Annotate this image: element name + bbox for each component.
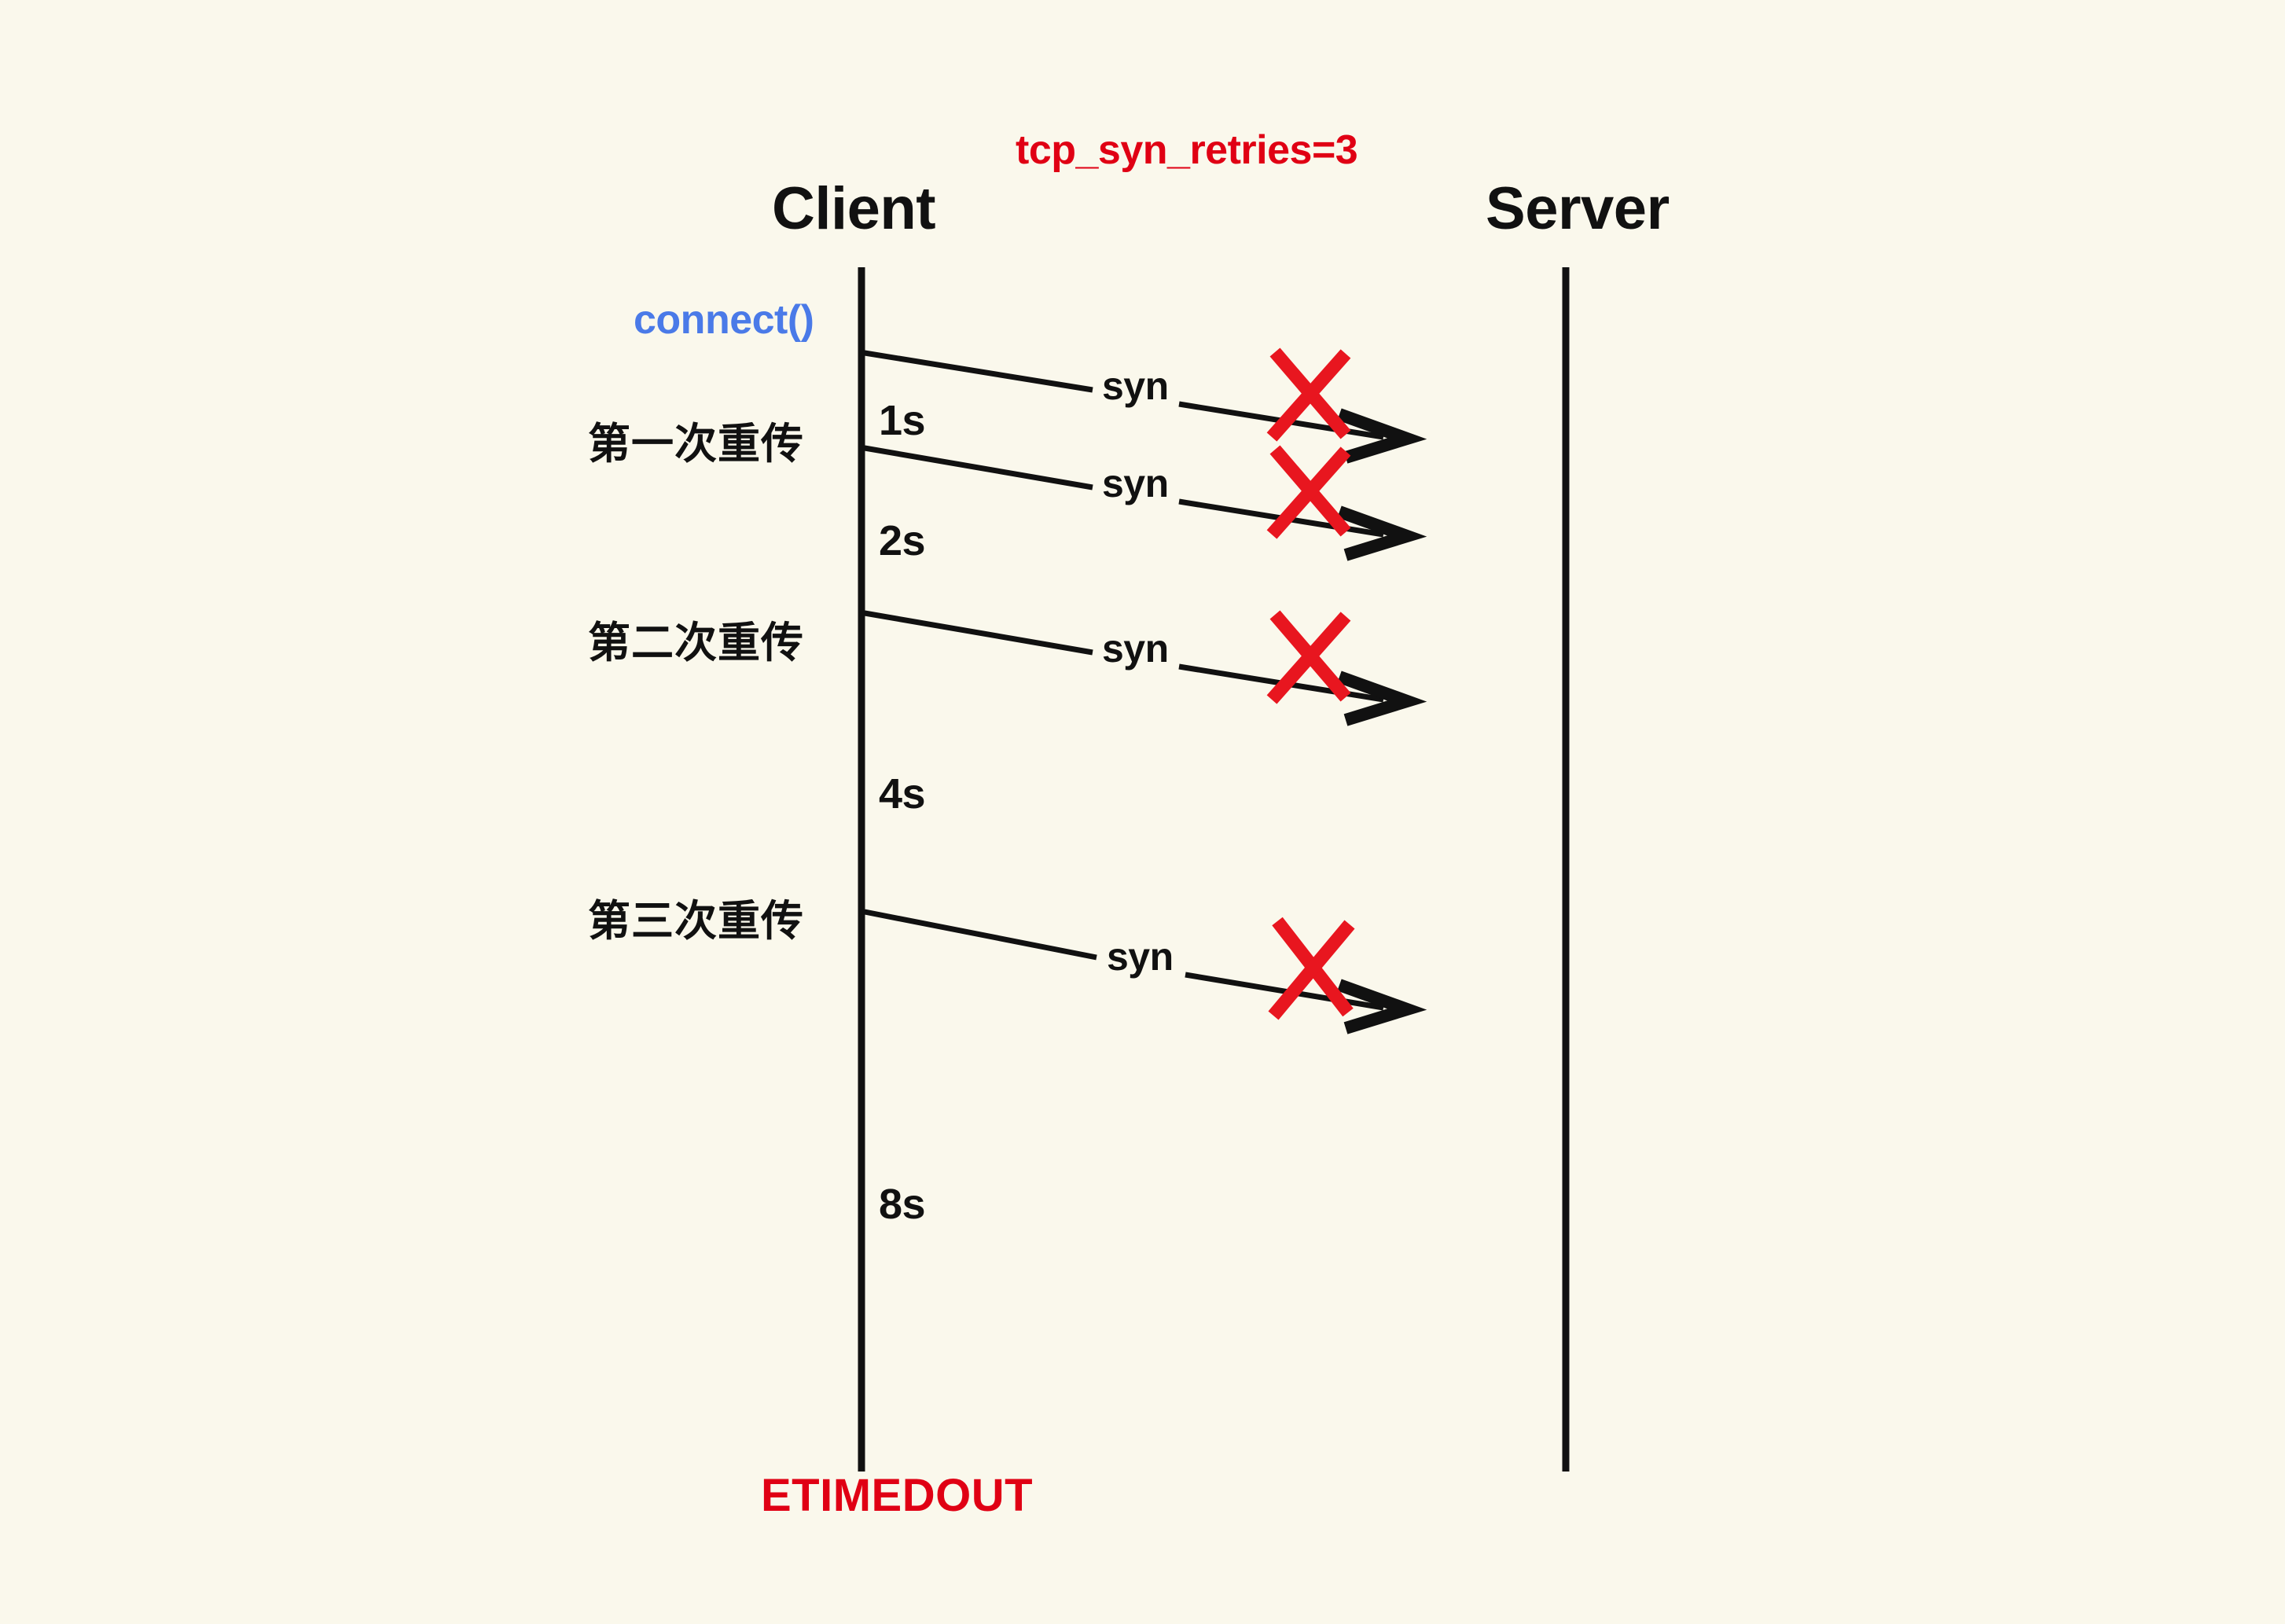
message-line-1-left	[864, 350, 1093, 393]
retransmission-label-1: 第一次重传	[588, 419, 804, 468]
message-line-2-left	[864, 445, 1093, 491]
arrowhead-icon-1	[1337, 408, 1427, 464]
arrowhead-icon-2	[1337, 505, 1427, 561]
red-x-icon-4	[1268, 917, 1355, 1020]
timer-label-2s: 2s	[879, 517, 926, 564]
connect-annotation: connect()	[634, 297, 814, 343]
timer-label-8s: 8s	[879, 1181, 926, 1228]
message-arrow-4	[864, 909, 1427, 1034]
actor-label-client: Client	[772, 175, 936, 242]
arrowhead-icon-4	[1337, 979, 1427, 1034]
error-annotation: ETIMEDOUT	[761, 1470, 1034, 1521]
retransmission-label-3: 第三次重传	[588, 896, 804, 946]
message-line-3-left	[864, 610, 1093, 656]
message-line-4-right	[1185, 972, 1384, 1011]
message-line-4-left	[864, 909, 1097, 961]
timer-label-4s: 4s	[879, 770, 926, 818]
message-label-1: syn	[1102, 364, 1169, 408]
timer-label-1s: 1s	[879, 397, 926, 444]
message-label-3: syn	[1102, 626, 1169, 671]
red-x-icon-2	[1266, 445, 1351, 539]
retransmission-label-2: 第二次重传	[588, 618, 804, 667]
red-x-icon-1	[1266, 347, 1351, 442]
actor-label-server: Server	[1486, 175, 1670, 242]
message-label-2: syn	[1102, 461, 1169, 505]
red-x-icon-3	[1266, 610, 1351, 704]
sysctl-title: tcp_syn_retries=3	[1016, 127, 1358, 173]
arrowhead-icon-3	[1337, 671, 1427, 726]
message-label-4: syn	[1107, 935, 1174, 979]
